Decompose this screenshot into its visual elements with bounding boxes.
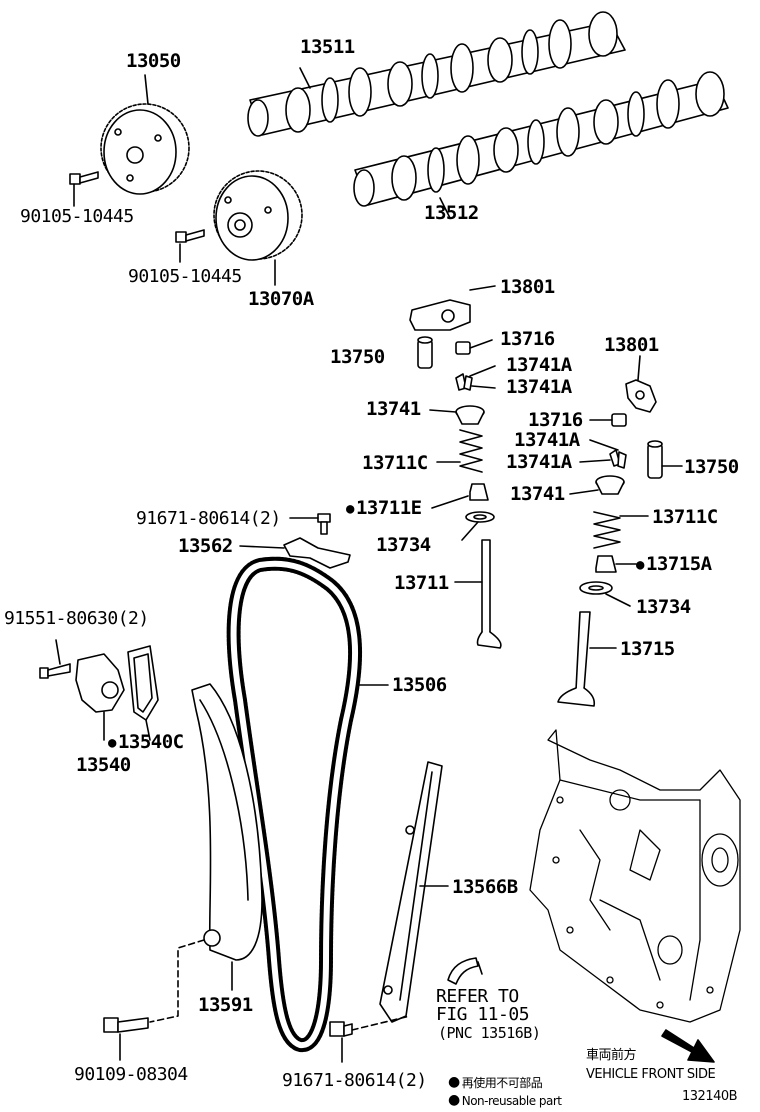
vehicle-front-arrow [661,1029,715,1063]
label-13070a: 13070A [248,288,314,310]
label-13566b: 13566B [452,876,518,898]
label-13711c-b: 13711C [652,506,718,528]
lash-adjuster-13750-b [647,440,683,479]
timing-chain-cover [529,729,741,1023]
label-13741a-b1: 13741A [514,429,580,451]
rocker-arm-13801-a [409,285,496,331]
label-13750-b: 13750 [684,456,739,478]
label-13540c: 13540C [108,733,184,752]
label-13715a: 13715A [636,555,712,574]
label-13540: 13540 [76,754,131,776]
figure-id: 132140B [682,1089,738,1104]
shim-13716-b [589,413,627,427]
label-13801-a: 13801 [500,276,555,298]
legend-jp: 再使用不可部品 [448,1076,543,1090]
valve-spring-13711c-b [593,511,649,549]
vvt-gear-13050 [100,74,190,195]
label-13750-a: 13750 [330,346,385,368]
label-13734-b: 13734 [636,596,691,618]
bolt-90109 [103,939,205,1061]
gasket-13540c [127,645,159,741]
lash-adjuster-13750-a [417,336,433,369]
refer-line-2: FIG 11-05 [436,1004,530,1025]
retainer-13741-a [429,405,485,425]
washer-13734-a [461,511,495,541]
valve-seal-13711e [431,483,489,509]
bolt-91551 [39,639,71,679]
label-13050: 13050 [126,50,181,72]
label-91551: 91551-80630(2) [4,608,149,629]
bolt-90105-a [69,171,99,207]
chain-slipper-13591 [191,683,263,991]
label-13741a-a1: 13741A [506,354,572,376]
washer-13734-b [579,581,631,607]
camshaft-13512 [353,71,729,219]
oil-pipe-ref [447,957,483,985]
tensioner-13540 [75,653,125,741]
chain-guide-13562 [239,537,351,569]
label-13801-b: 13801 [604,334,659,356]
camshaft-13511 [247,11,626,137]
bolt-91671-b [329,1015,411,1063]
rocker-arm-13801-b [625,355,657,413]
keepers-13741a-a [455,365,496,391]
label-13741a-a2: 13741A [506,376,572,398]
label-13512: 13512 [424,202,479,224]
intake-valve-13711 [454,539,502,649]
label-90105-a: 90105-10445 [20,206,134,227]
shim-13716-a [455,339,493,355]
label-91671-b: 91671-80614(2) [282,1070,427,1091]
bolt-91671-a [289,513,331,535]
chain-guide-13566b [379,761,449,1023]
front-label-jp: 車両前方 [586,1048,637,1063]
label-13741a-b2: 13741A [506,451,572,473]
exhaust-valve-13715 [557,611,617,707]
label-13511: 13511 [300,36,355,58]
label-13716-b: 13716 [528,409,583,431]
label-13734-a: 13734 [376,534,431,556]
label-90105-b: 90105-10445 [128,266,242,287]
bolt-90105-b [175,229,205,263]
label-13506: 13506 [392,674,447,696]
retainer-13741-b [569,475,625,495]
label-13741-b: 13741 [510,483,565,505]
label-90109: 90109-08304 [74,1064,188,1085]
label-91671-a: 91671-80614(2) [136,508,281,529]
timing-chain-13506 [226,556,389,1053]
label-13591: 13591 [198,994,253,1016]
keepers-13741a-b [579,439,627,469]
refer-line-3: (PNC 13516B) [438,1024,541,1042]
label-13711c-a: 13711C [362,452,428,474]
label-13711e: 13711E [346,499,422,518]
label-13711: 13711 [394,572,449,594]
valve-seal-13715a [595,555,637,573]
valve-spring-13711c-a [436,429,483,473]
label-13716-a: 13716 [500,328,555,350]
label-13741-a: 13741 [366,398,421,420]
label-13562: 13562 [178,535,233,557]
refer-line-1: REFER TO [436,986,519,1007]
vvt-gear-13070a [213,170,303,286]
legend-en: Non-reusable part [448,1094,562,1108]
label-13715: 13715 [620,638,675,660]
front-label-en: VEHICLE FRONT SIDE [586,1067,716,1082]
